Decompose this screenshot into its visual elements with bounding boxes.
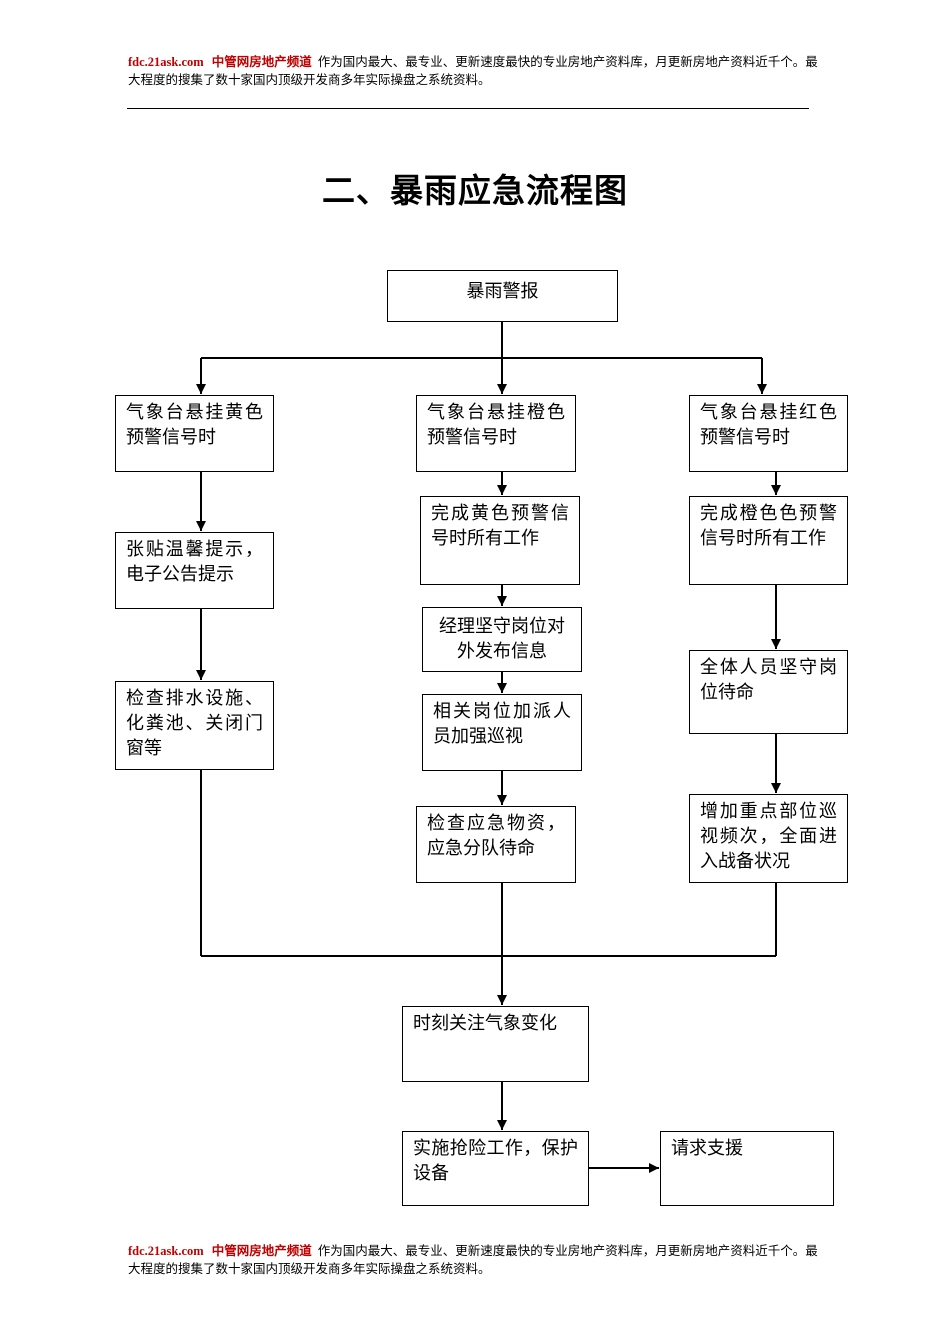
- header-banner: fdc.21ask.com 中管网房地产频道作为国内最大、最专业、更新速度最快的专…: [128, 53, 818, 88]
- site-description: 作为国内最大、最专业、更新速度最快的专业房地产资料库，月更新房地产资料近千个。最…: [128, 54, 818, 87]
- box-right-step-1: 完成橙色色预警信号时所有工作: [689, 496, 848, 585]
- box-request-support: 请求支援: [660, 1131, 834, 1206]
- box-monitor-weather: 时刻关注气象变化: [402, 1006, 589, 1082]
- header-divider: [127, 108, 809, 109]
- footer-site-description: 作为国内最大、最专业、更新速度最快的专业房地产资料库，月更新房地产资料近千个。最…: [128, 1243, 818, 1276]
- footer-site-link[interactable]: fdc.21ask.com: [128, 1244, 204, 1258]
- box-middle-step-3: 相关岗位加派人员加强巡视: [422, 694, 582, 771]
- site-link[interactable]: fdc.21ask.com: [128, 55, 204, 69]
- footer-channel-name: 中管网房地产频道: [211, 1243, 312, 1258]
- box-rainstorm-alert: 暴雨警报: [387, 270, 618, 322]
- box-middle-trigger: 气象台悬挂橙色预警信号时: [416, 395, 576, 472]
- box-middle-step-2: 经理坚守岗位对外发布信息: [422, 607, 582, 672]
- box-right-trigger: 气象台悬挂红色预警信号时: [689, 395, 848, 472]
- footer-banner: fdc.21ask.com 中管网房地产频道作为国内最大、最专业、更新速度最快的专…: [128, 1242, 818, 1277]
- box-middle-step-4: 检查应急物资，应急分队待命: [416, 806, 576, 883]
- channel-name: 中管网房地产频道: [211, 54, 312, 69]
- box-middle-step-1: 完成黄色预警信号时所有工作: [420, 496, 580, 585]
- box-right-step-2: 全体人员坚守岗位待命: [689, 650, 848, 734]
- box-left-step-1: 张贴温馨提示，电子公告提示: [115, 532, 274, 609]
- box-rescue-work: 实施抢险工作，保护设备: [402, 1131, 589, 1206]
- box-right-step-3: 增加重点部位巡视频次，全面进入战备状况: [689, 794, 848, 883]
- page-title: 二、暴雨应急流程图: [322, 171, 628, 210]
- box-left-step-2: 检查排水设施、化粪池、关闭门窗等: [115, 681, 274, 770]
- box-left-trigger: 气象台悬挂黄色预警信号时: [115, 395, 274, 472]
